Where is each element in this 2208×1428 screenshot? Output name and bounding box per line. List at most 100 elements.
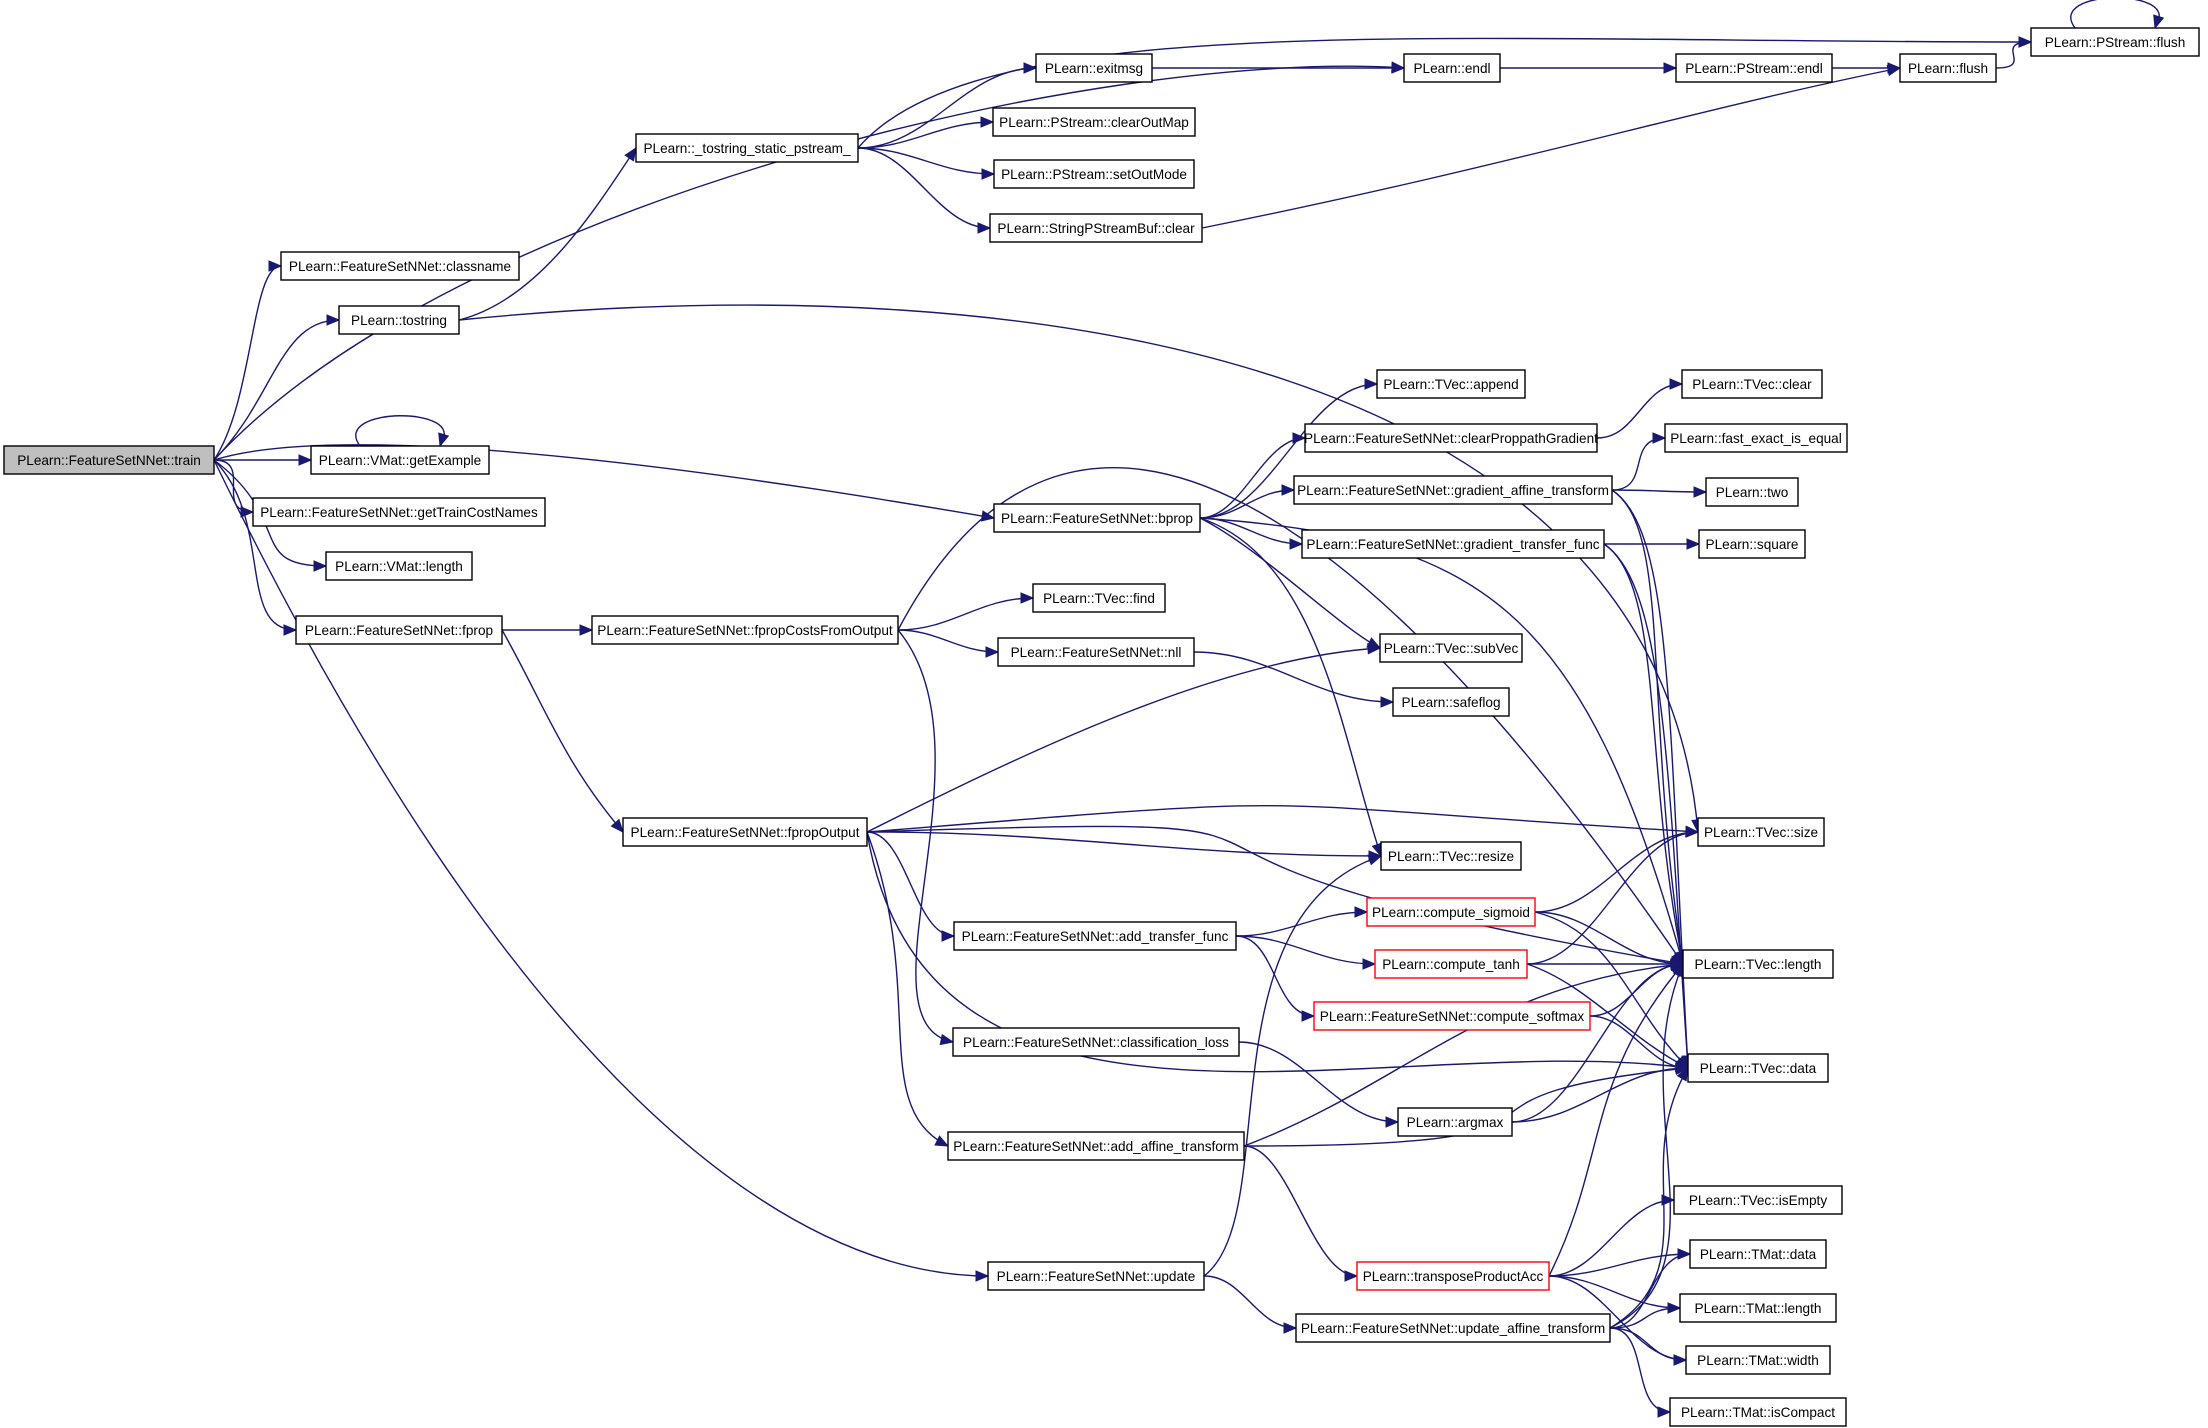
- edge-fprop-to-fpcfo: [502, 624, 594, 636]
- edge-line: [1548, 1199, 1675, 1277]
- node-box: [1374, 949, 1528, 979]
- edge-bprop-to-tvLength: [1199, 517, 1686, 966]
- node-two[interactable]: PLearn::two: [1705, 477, 1799, 507]
- node-bprop[interactable]: PLearn::FeatureSetNNet::bprop: [993, 503, 1201, 533]
- node-classLoss[interactable]: PLearn::FeatureSetNNet::classification_l…: [952, 1027, 1240, 1057]
- edge-tanh-to-tvSize: [1526, 826, 1700, 965]
- edge-nll-to-safeflog: [1193, 651, 1395, 708]
- node-box: [1035, 53, 1153, 83]
- node-updAffine[interactable]: PLearn::FeatureSetNNet::update_affine_tr…: [1295, 1313, 1611, 1343]
- arrow-head: [1673, 1354, 1688, 1366]
- node-tmData[interactable]: PLearn::TMat::data: [1689, 1239, 1827, 1269]
- node-fpropOutput[interactable]: PLearn::FeatureSetNNet::fpropOutput: [622, 817, 868, 847]
- node-tmWidth[interactable]: PLearn::TMat::width: [1685, 1345, 1831, 1375]
- node-box: [947, 1131, 1245, 1161]
- arrow-head: [624, 146, 637, 162]
- node-spbClear[interactable]: PLearn::StringPStreamBuf::clear: [989, 213, 1203, 243]
- node-subVec[interactable]: PLearn::TVec::subVec: [1379, 633, 1523, 663]
- node-tvClear[interactable]: PLearn::TVec::clear: [1681, 369, 1823, 399]
- node-label: PLearn::FeatureSetNNet::fpropOutput: [631, 825, 860, 840]
- node-exitmsg[interactable]: PLearn::exitmsg: [1035, 53, 1153, 83]
- node-getTrainCostNames[interactable]: PLearn::FeatureSetNNet::getTrainCostName…: [252, 497, 546, 527]
- edge-updAffine-to-tvLength: [1609, 962, 1684, 1329]
- node-update[interactable]: PLearn::FeatureSetNNet::update: [987, 1261, 1205, 1291]
- node-softmax[interactable]: PLearn::FeatureSetNNet::compute_softmax: [1313, 1001, 1591, 1031]
- edge-line: [857, 147, 991, 229]
- arrow-head: [313, 560, 328, 572]
- node-gradTransfer[interactable]: PLearn::FeatureSetNNet::gradient_transfe…: [1301, 529, 1605, 559]
- edge-line: [1995, 41, 2032, 69]
- arrow-head: [1362, 958, 1377, 970]
- edge-train-to-vmatLength: [213, 459, 328, 572]
- edge-line: [1203, 1275, 1297, 1329]
- node-find[interactable]: PLearn::TVec::find: [1032, 583, 1166, 613]
- edge-line: [897, 597, 1034, 631]
- node-label: PLearn::PStream::endl: [1685, 61, 1823, 76]
- node-vmatLength[interactable]: PLearn::VMat::length: [325, 551, 473, 581]
- node-box: [1293, 475, 1613, 505]
- node-classname[interactable]: PLearn::FeatureSetNNet::classname: [280, 251, 520, 281]
- node-resize[interactable]: PLearn::TVec::resize: [1380, 841, 1522, 871]
- node-tpa[interactable]: PLearn::transposeProductAcc: [1356, 1261, 1550, 1291]
- node-fprop[interactable]: PLearn::FeatureSetNNet::fprop: [295, 615, 503, 645]
- edge-line: [866, 831, 949, 1147]
- node-fastEq[interactable]: PLearn::fast_exact_is_equal: [1664, 423, 1848, 453]
- arrow-head: [977, 222, 992, 234]
- edge-line: [213, 459, 989, 1277]
- node-psEndl[interactable]: PLearn::PStream::endl: [1675, 53, 1833, 83]
- arrow-head: [1380, 696, 1395, 708]
- node-argmax[interactable]: PLearn::argmax: [1397, 1107, 1513, 1137]
- arrow-head: [980, 116, 995, 128]
- edge-line: [897, 629, 954, 1043]
- node-append[interactable]: PLearn::TVec::append: [1376, 369, 1526, 399]
- node-tanh[interactable]: PLearn::compute_tanh: [1374, 949, 1528, 979]
- node-psFlush[interactable]: PLearn::PStream::flush: [2030, 27, 2200, 57]
- node-fpcfo[interactable]: PLearn::FeatureSetNNet::fpropCostsFromOu…: [591, 615, 899, 645]
- node-box: [987, 1261, 1205, 1291]
- node-tmLength[interactable]: PLearn::TMat::length: [1679, 1293, 1837, 1323]
- node-tvSize[interactable]: PLearn::TVec::size: [1697, 817, 1825, 847]
- node-isCompact[interactable]: PLearn::TMat::isCompact: [1669, 1397, 1847, 1427]
- node-train[interactable]: PLearn::FeatureSetNNet::train: [3, 445, 215, 475]
- edge-fpropOutput-to-subVec: [866, 643, 1382, 833]
- edge-fpcfo-to-classLoss: [897, 629, 955, 1046]
- node-label: PLearn::compute_tanh: [1382, 957, 1520, 972]
- node-clearPPG[interactable]: PLearn::FeatureSetNNet::clearProppathGra…: [1304, 423, 1598, 453]
- node-label: PLearn::safeflog: [1402, 695, 1501, 710]
- node-box: [1380, 841, 1522, 871]
- node-label: PLearn::TVec::find: [1043, 591, 1155, 606]
- node-tostring[interactable]: PLearn::tostring: [338, 305, 460, 335]
- node-box: [1301, 529, 1605, 559]
- node-label: PLearn::FeatureSetNNet::nll: [1011, 645, 1182, 660]
- node-square[interactable]: PLearn::square: [1698, 529, 1806, 559]
- node-label: PLearn::FeatureSetNNet::fprop: [305, 623, 493, 638]
- node-addTransfer[interactable]: PLearn::FeatureSetNNet::add_transfer_fun…: [953, 921, 1237, 951]
- arrow-head: [1344, 1270, 1359, 1282]
- node-box: [1403, 53, 1501, 83]
- node-addAffine[interactable]: PLearn::FeatureSetNNet::add_affine_trans…: [947, 1131, 1245, 1161]
- node-box: [1899, 53, 1997, 83]
- node-tvLength[interactable]: PLearn::TVec::length: [1682, 949, 1834, 979]
- arrow-head: [934, 1135, 950, 1147]
- node-label: PLearn::two: [1716, 485, 1789, 500]
- node-setOutMode[interactable]: PLearn::PStream::setOutMode: [993, 159, 1195, 189]
- node-label: PLearn::TMat::length: [1695, 1301, 1822, 1316]
- node-endl[interactable]: PLearn::endl: [1403, 53, 1501, 83]
- arrow-head: [1391, 62, 1406, 74]
- node-tostringStatic[interactable]: PLearn::_tostring_static_pstream_: [635, 133, 859, 163]
- node-getExample[interactable]: PLearn::VMat::getExample: [310, 445, 490, 475]
- edge-line: [1611, 489, 1707, 493]
- node-isEmpty[interactable]: PLearn::TVec::isEmpty: [1673, 1185, 1843, 1215]
- edge-fpcfo-to-find: [897, 592, 1035, 631]
- node-sigmoid[interactable]: PLearn::compute_sigmoid: [1366, 897, 1536, 927]
- edge-line: [213, 459, 327, 567]
- node-flush[interactable]: PLearn::flush: [1899, 53, 1997, 83]
- arrow-head: [1354, 906, 1369, 918]
- node-tvData[interactable]: PLearn::TVec::data: [1687, 1053, 1829, 1083]
- edge-line: [458, 304, 1699, 833]
- node-safeflog[interactable]: PLearn::safeflog: [1392, 687, 1510, 717]
- node-gradAffine[interactable]: PLearn::FeatureSetNNet::gradient_affine_…: [1293, 475, 1613, 505]
- node-clearOutMap[interactable]: PLearn::PStream::clearOutMap: [992, 107, 1196, 137]
- node-nll[interactable]: PLearn::FeatureSetNNet::nll: [997, 637, 1195, 667]
- node-label: PLearn::TVec::subVec: [1384, 641, 1519, 656]
